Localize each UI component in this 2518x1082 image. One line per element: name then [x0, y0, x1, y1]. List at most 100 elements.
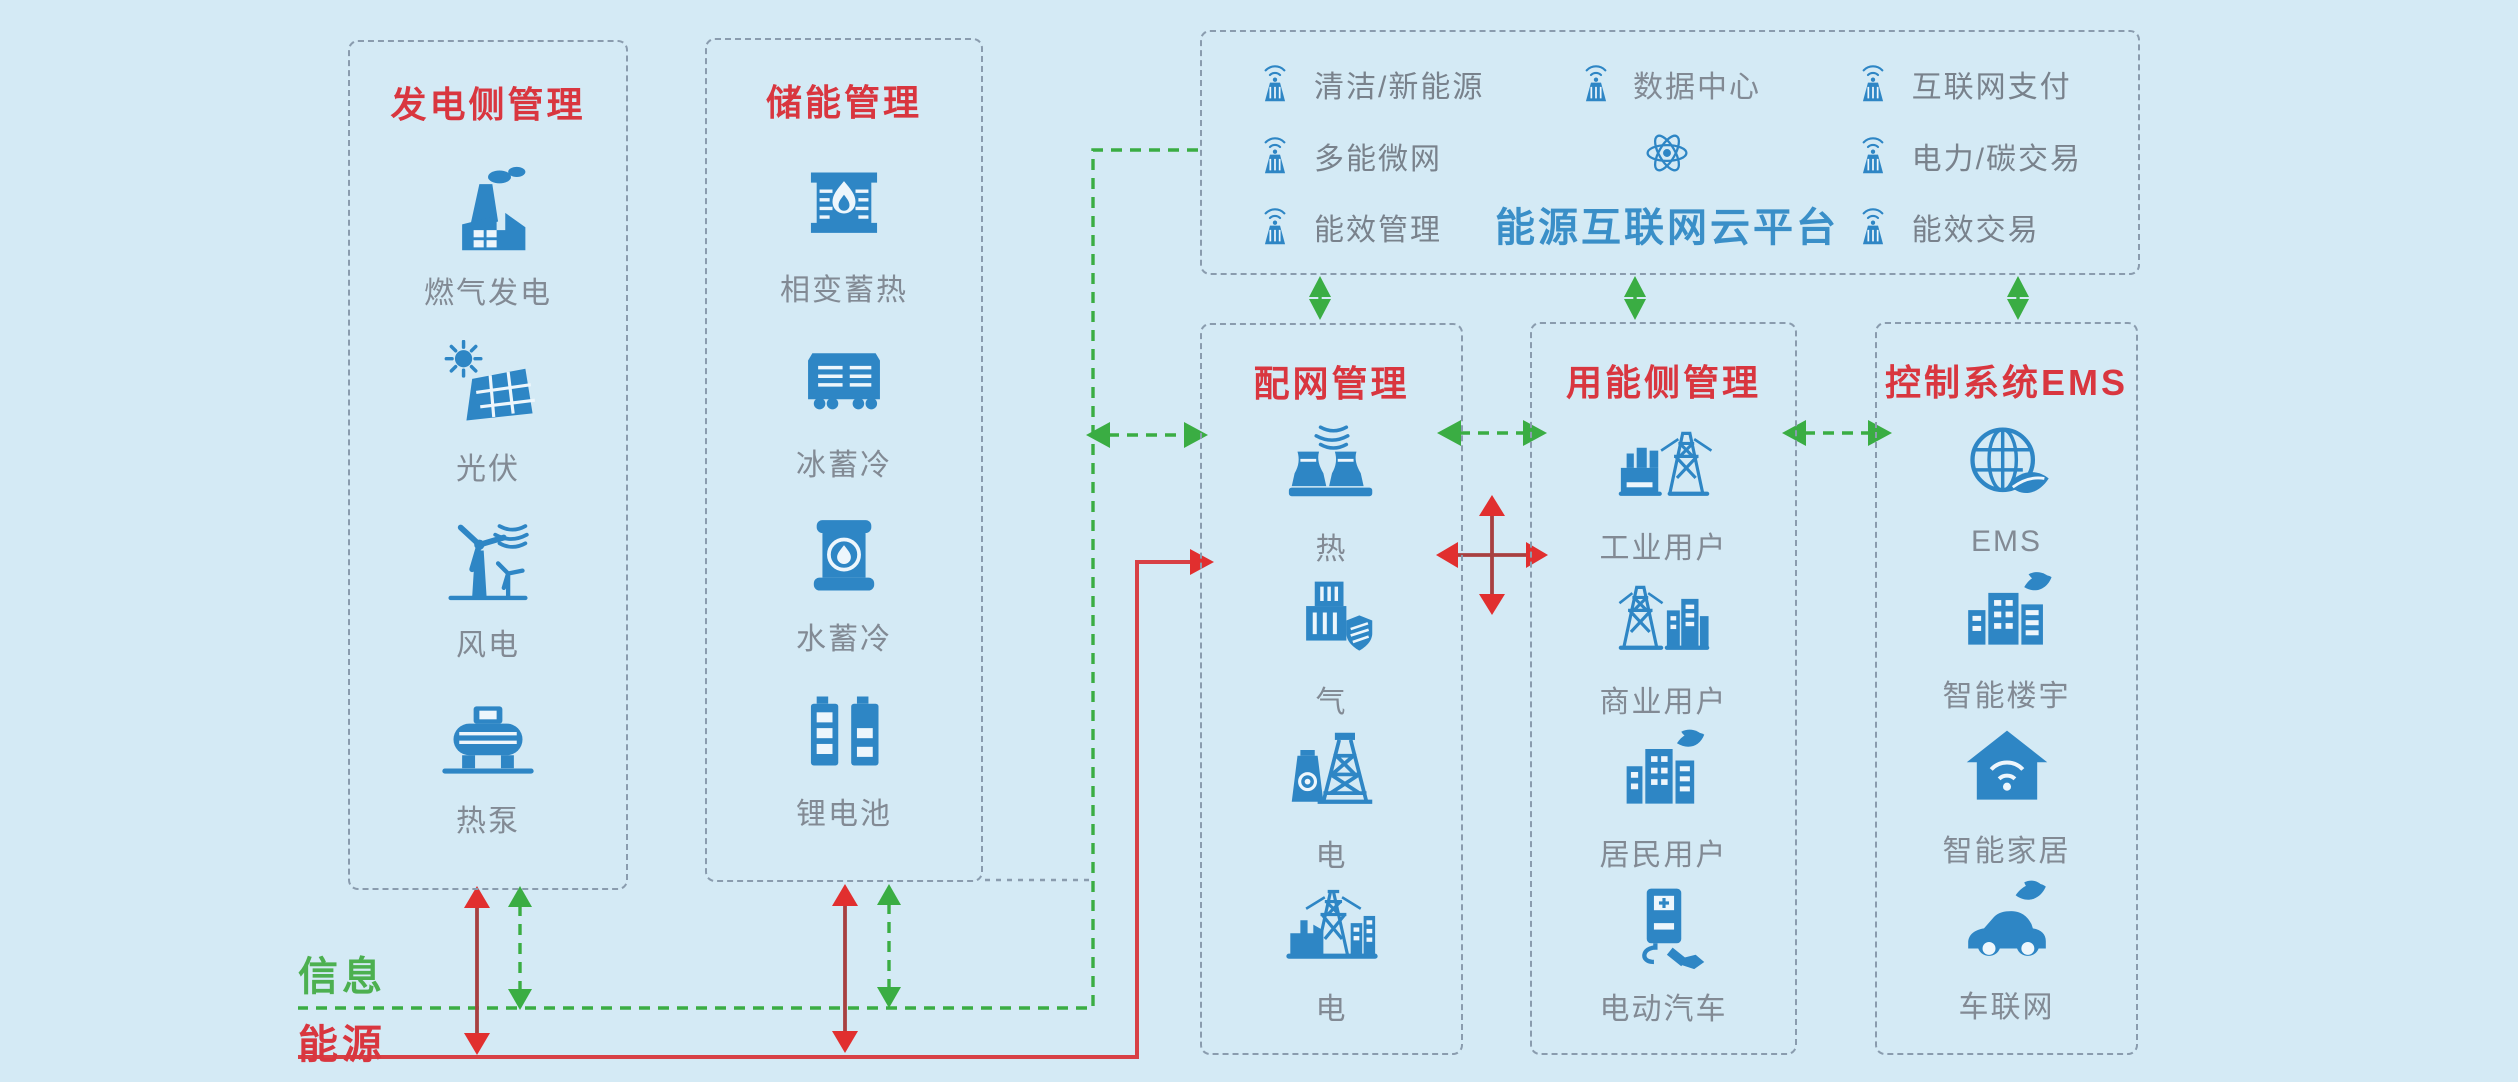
legend-energy-label: 能源: [298, 1023, 386, 1067]
heat-pump-item: 热泵: [350, 692, 626, 840]
item-label: 电: [1315, 992, 1348, 1026]
smart-building-icon: [1948, 567, 2066, 659]
cloud-center-column: 数据中心 能源互联网云平台: [1495, 58, 1839, 253]
item-label: 清洁/新能源: [1314, 71, 1485, 104]
residential-user-item: 居民用户: [1532, 726, 1795, 874]
control-box-title: 控制系统EMS: [1884, 362, 2128, 403]
consumption-item-list: 工业用户商业用户居民用户电动汽车: [1532, 406, 1795, 1053]
item-label: 热: [1315, 533, 1348, 567]
cloud-control-arrow: [2007, 276, 2029, 320]
cloud-left-column: 清洁/新能源多能微网能效管理: [1252, 58, 1484, 253]
storage-box: 储能管理 相变蓄热冰蓄冷水蓄冷锂电池: [705, 38, 983, 882]
item-label: 电动汽车: [1599, 992, 1728, 1026]
solar-pv-icon: [429, 340, 547, 432]
cooling-towers-item: 热: [1202, 420, 1461, 568]
ev-charging-icon: [1605, 880, 1723, 972]
ems-globe-item: EMS: [1877, 421, 2136, 559]
cloud-platform-box: 清洁/新能源多能微网能效管理 数据中心 能源互联网云平台 互联网支付电力/碳交易…: [1200, 30, 2140, 275]
item-label: 能效交易: [1911, 214, 2040, 247]
connected-car-icon: [1948, 878, 2066, 970]
atom-icon: [1644, 127, 1690, 179]
item-label: 居民用户: [1599, 839, 1728, 873]
legend-info-label: 信息: [298, 955, 386, 999]
consumption-side-box: 用能侧管理 工业用户商业用户居民用户电动汽车: [1530, 322, 1797, 1055]
generation-side-box: 发电侧管理 燃气发电光伏风电热泵: [348, 40, 628, 890]
wind-turbine-icon: [429, 516, 547, 608]
derrick-towers-item: 电: [1202, 727, 1461, 875]
generation-info-arrow: [508, 886, 532, 1010]
distribution-network-box: 配网管理 热气电电: [1200, 323, 1463, 1055]
derrick-towers-icon: [1273, 727, 1391, 819]
item-label: EMS: [1970, 525, 2042, 559]
generation-energy-arrow: [464, 886, 490, 1055]
item-label: 工业用户: [1599, 532, 1728, 566]
item-label: 智能家居: [1942, 835, 2071, 869]
item-label: 电: [1315, 839, 1348, 873]
gas-power-plant-icon: [429, 164, 547, 256]
residential-user-icon: [1605, 726, 1723, 818]
data-center-item: 数据中心: [1573, 58, 1761, 110]
item-label: 车联网: [1958, 990, 2055, 1024]
phase-change-heat-storage-item: 相变蓄热: [707, 161, 981, 309]
distribution-box-title: 配网管理: [1253, 363, 1410, 404]
item-label: 数据中心: [1633, 71, 1761, 104]
iot-sensor-item: 电力/碳交易: [1850, 130, 2082, 182]
iot-sensor-icon: [1850, 201, 1896, 253]
item-label: 互联网支付: [1911, 71, 2072, 104]
wind-turbine-item: 风电: [350, 516, 626, 664]
lithium-battery-icon: [785, 685, 903, 777]
item-label: 能效管理: [1314, 214, 1442, 247]
water-storage-icon: [785, 510, 903, 602]
cloud-consumption-arrow: [1624, 276, 1646, 320]
power-grid-icon: [1273, 880, 1391, 972]
item-label: 气: [1315, 686, 1348, 720]
iot-sensor-item: 能效管理: [1252, 201, 1484, 253]
iot-sensor-icon: [1252, 130, 1298, 182]
bus-distribution-arrow: [1086, 422, 1208, 448]
power-grid-item: 电: [1202, 880, 1461, 1028]
industrial-user-icon: [1605, 419, 1723, 511]
gas-building-item: 气: [1202, 573, 1461, 721]
item-label: 商业用户: [1599, 685, 1728, 719]
item-label: 电力/碳交易: [1911, 142, 2082, 176]
commercial-user-item: 商业用户: [1532, 573, 1795, 721]
distribution-item-list: 热气电电: [1202, 407, 1461, 1053]
iot-sensor-item: 清洁/新能源: [1252, 58, 1484, 110]
control-system-box: 控制系统EMS EMS 智能楼宇智能家居车联网: [1875, 322, 2138, 1055]
phase-change-heat-storage-icon: [785, 161, 903, 253]
cloud-right-column: 互联网支付电力/碳交易能效交易: [1850, 58, 2082, 253]
heat-pump-icon: [429, 692, 547, 784]
iot-sensor-icon: [1850, 58, 1896, 110]
industrial-user-item: 工业用户: [1532, 419, 1795, 567]
item-label: 光伏: [456, 453, 520, 486]
ice-storage-item: 冰蓄冷: [707, 336, 981, 484]
generation-box-title: 发电侧管理: [390, 84, 586, 125]
item-label: 锂电池: [796, 798, 892, 832]
solar-pv-item: 光伏: [350, 340, 626, 488]
water-storage-item: 水蓄冷: [707, 510, 981, 658]
smart-home-item: 智能家居: [1877, 722, 2136, 870]
generation-item-list: 燃气发电光伏风电热泵: [350, 128, 626, 888]
ems-globe-icon: [1948, 421, 2066, 513]
item-label: 燃气发电: [424, 277, 552, 310]
smart-building-item: 智能楼宇: [1877, 567, 2136, 715]
item-label: 多能微网: [1314, 142, 1442, 176]
cloud-distribution-arrow: [1309, 276, 1331, 320]
commercial-user-icon: [1605, 573, 1723, 665]
item-label: 热泵: [456, 805, 520, 838]
connected-car-item: 车联网: [1877, 878, 2136, 1026]
cooling-towers-icon: [1273, 420, 1391, 512]
item-label: 相变蓄热: [780, 273, 908, 307]
control-item-list: EMS 智能楼宇智能家居车联网: [1877, 406, 2136, 1053]
storage-item-list: 相变蓄热冰蓄冷水蓄冷锂电池: [707, 126, 981, 880]
storage-box-title: 储能管理: [765, 82, 922, 123]
item-label: 风电: [456, 629, 520, 662]
iot-sensor-item: 能效交易: [1850, 201, 2082, 253]
item-label: 水蓄冷: [796, 623, 892, 657]
iot-sensor-icon: [1573, 58, 1619, 110]
item-label: 智能楼宇: [1942, 679, 2071, 713]
lithium-battery-item: 锂电池: [707, 685, 981, 833]
platform-title: 能源互联网云平台: [1495, 206, 1839, 250]
ev-charging-item: 电动汽车: [1532, 880, 1795, 1028]
